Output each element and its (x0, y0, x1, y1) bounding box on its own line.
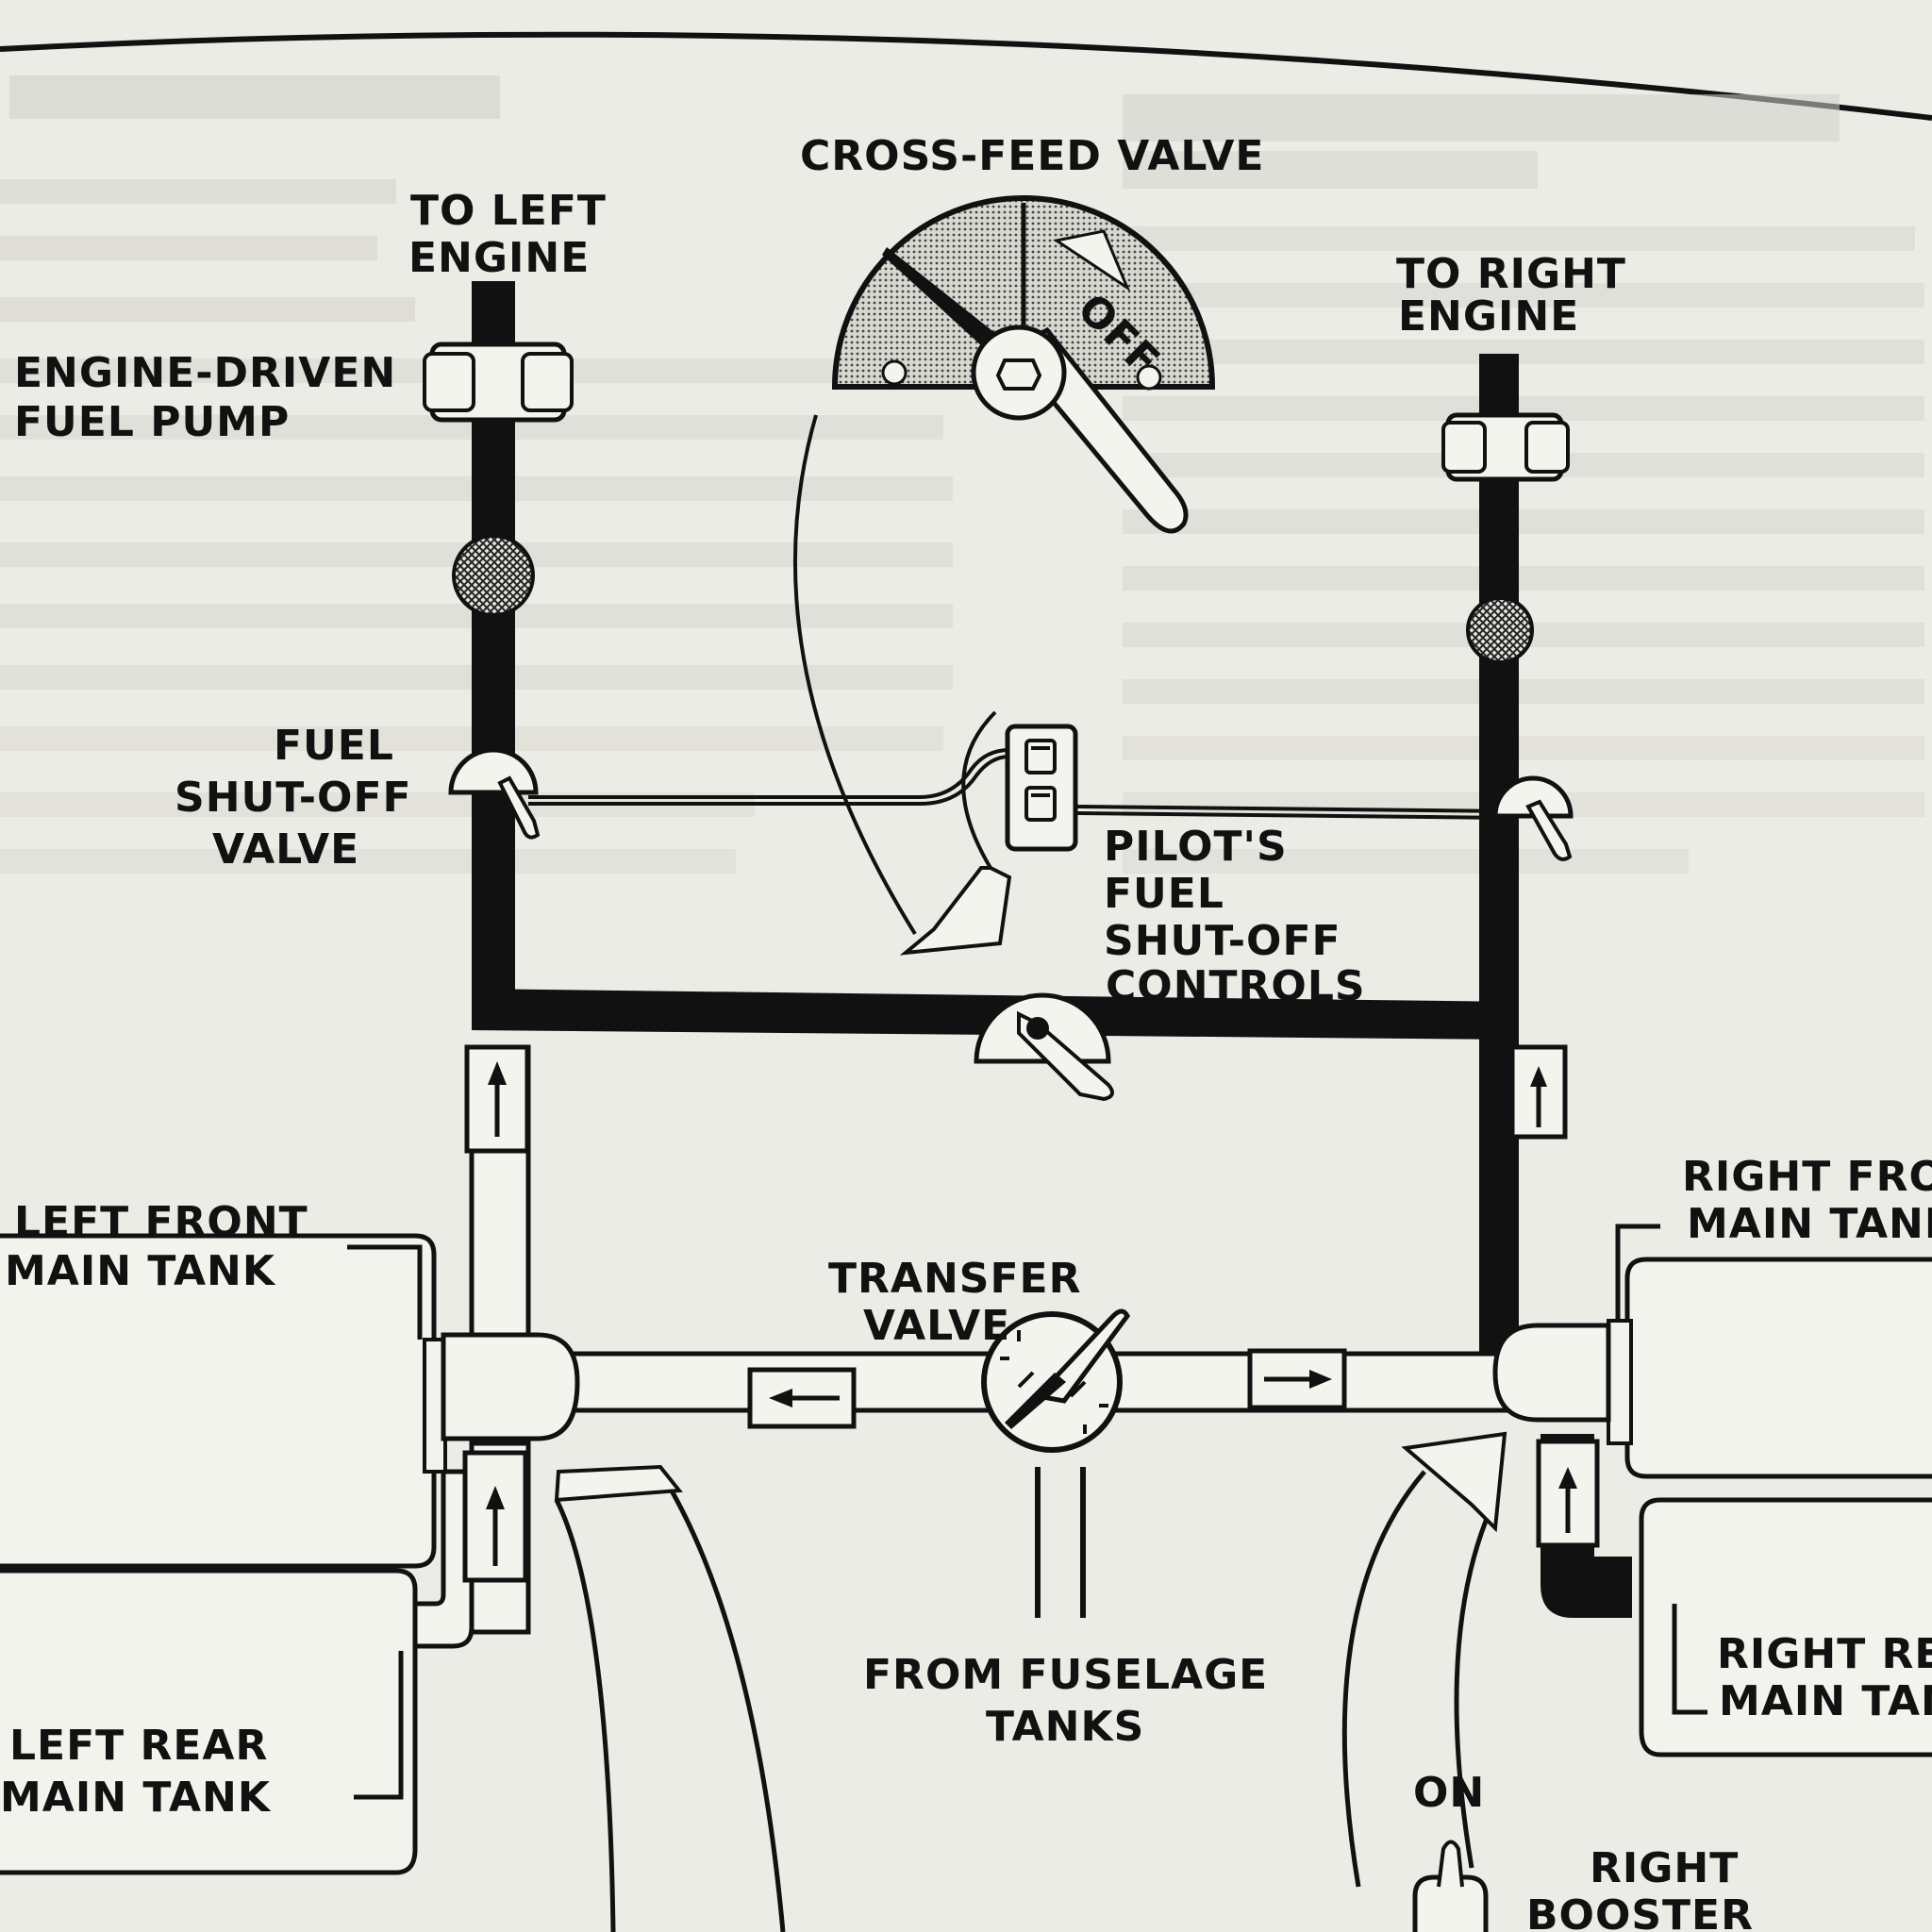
label-to-left-engine-2: ENGINE (408, 234, 590, 282)
check-valve-left-lower (462, 1450, 528, 1583)
label-pilots-controls-2: FUEL (1104, 870, 1224, 918)
right-rear-main-tank (1639, 1497, 1932, 1757)
label-left-front-main-tank-1: LEFT FRONT (14, 1198, 308, 1246)
cross-feed-valve-inline (974, 992, 1114, 1102)
label-on: ON (1413, 1769, 1485, 1817)
right-booster-switch (1412, 1840, 1489, 1932)
label-engine-driven-fuel-pump-1: ENGINE-DRIVEN (14, 349, 396, 397)
label-fuel-shut-off-valve-3: VALVE (212, 825, 359, 874)
check-valve-right-lower (1536, 1439, 1600, 1548)
label-to-left-engine-1: TO LEFT (410, 187, 607, 235)
label-to-right-engine-1: TO RIGHT (1396, 250, 1626, 298)
label-engine-driven-fuel-pump-2: FUEL PUMP (14, 398, 290, 446)
check-valve-left-upper (464, 1044, 530, 1154)
label-right-booster-2: BOOSTER (1526, 1891, 1754, 1932)
label-right-rear-main-tank-1: RIGHT REAR (1717, 1630, 1932, 1678)
label-pilots-controls-1: PILOT'S (1104, 823, 1288, 871)
check-valves (462, 1044, 1600, 1583)
label-left-rear-main-tank-1: LEFT REAR (9, 1722, 268, 1770)
label-right-booster-1: RIGHT (1590, 1844, 1739, 1892)
labels: CROSS-FEED VALVE TO LEFT ENGINE TO RIGHT… (0, 132, 1932, 1932)
cross-feed-valve-dial: OFF (831, 195, 1216, 534)
label-right-front-main-tank-1: RIGHT FRONT (1682, 1153, 1932, 1201)
label-transfer-valve-1: TRANSFER (828, 1255, 1081, 1303)
tanks (0, 1233, 1932, 1875)
strainer-right (1466, 596, 1534, 664)
label-pilots-controls-3: SHUT-OFF (1104, 917, 1341, 965)
fuel-shut-off-valve-left (448, 747, 541, 840)
right-engine-feed-line (1479, 354, 1519, 1354)
label-from-fuselage-tanks-2: TANKS (986, 1703, 1144, 1751)
pilots-fuel-shut-off-controls (1005, 724, 1078, 852)
leader-lines (347, 1224, 1707, 1800)
fuel-shut-off-valve-right (1492, 775, 1574, 861)
label-fuel-shut-off-valve-2: SHUT-OFF (175, 774, 412, 822)
label-right-rear-main-tank-2: MAIN TANK (1719, 1677, 1932, 1725)
left-rear-main-tank (0, 1568, 418, 1875)
control-linkage (528, 748, 1510, 820)
label-pilots-controls-4: CONTROLS (1106, 962, 1366, 1010)
label-from-fuselage-tanks-1: FROM FUSELAGE (863, 1651, 1268, 1699)
strainer-left (452, 534, 535, 617)
label-transfer-valve-2: VALVE (863, 1302, 1010, 1350)
label-to-right-engine-2: ENGINE (1398, 292, 1579, 341)
label-left-front-main-tank-2: MAIN TANK (5, 1247, 276, 1295)
label-right-front-main-tank-2: MAIN TANK (1687, 1200, 1932, 1248)
check-valve-right-upper (1509, 1044, 1568, 1140)
label-cross-feed-valve: CROSS-FEED VALVE (800, 132, 1264, 180)
tank-fittings (441, 1323, 1611, 1441)
label-fuel-shut-off-valve-1: FUEL (274, 722, 394, 770)
check-valve-transfer-left (747, 1367, 857, 1429)
transfer-valve (981, 1308, 1130, 1453)
flow-arrows (554, 414, 1507, 1932)
check-valve-transfer-right (1247, 1348, 1347, 1410)
engine-driven-fuel-pump-left (423, 341, 574, 423)
page-border-line (0, 31, 1932, 121)
right-front-main-tank (1624, 1257, 1932, 1479)
label-left-rear-main-tank-2: MAIN TANK (0, 1774, 272, 1822)
engine-driven-fuel-pump-right (1441, 412, 1570, 482)
